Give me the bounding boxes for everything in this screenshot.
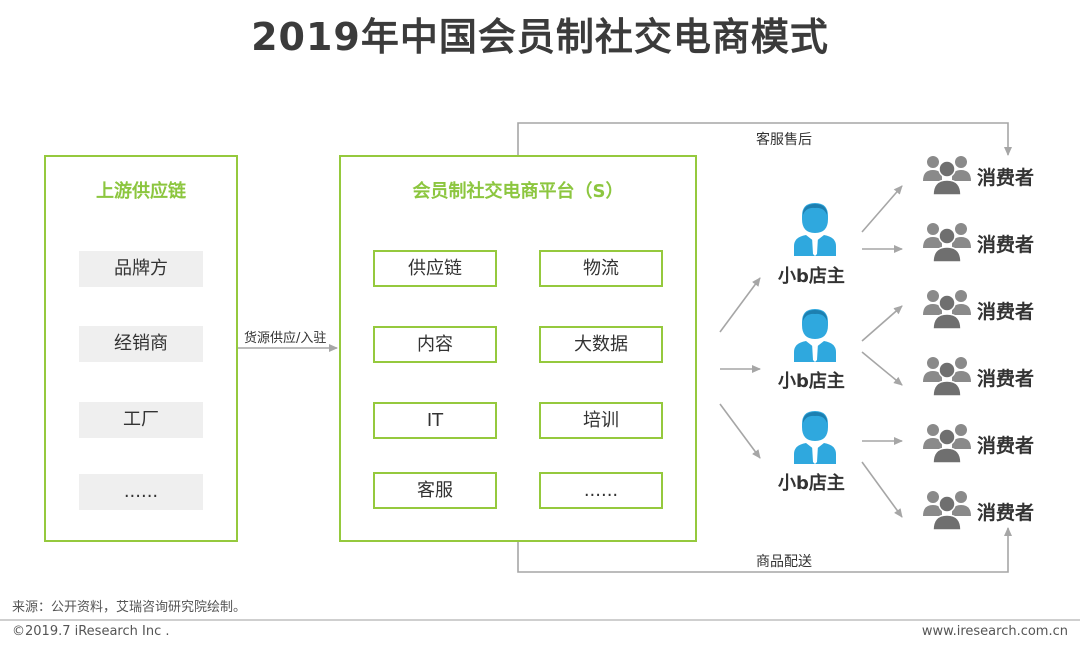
platform-item-logistics: 物流 <box>539 250 663 287</box>
platform-item-training: 培训 <box>539 402 663 439</box>
shop-owner-label-1: 小b店主 <box>778 266 845 287</box>
consumer-label-5: 消费者 <box>977 435 1035 457</box>
shop-owner-label-2: 小b店主 <box>778 371 845 392</box>
platform-to-shop-arrow-1 <box>719 277 761 333</box>
platform-item-big-data: 大数据 <box>539 326 663 363</box>
platform-item-customer-service: 客服 <box>373 472 497 509</box>
consumer-group-icon <box>923 156 971 195</box>
upstream-item-brand: 品牌方 <box>79 251 203 287</box>
consumer-group-icon <box>923 491 971 530</box>
platform-title: 会员制社交电商平台（S） <box>412 181 624 202</box>
shop-owner-icon <box>794 309 836 362</box>
consumer-group-icon <box>923 424 971 463</box>
shop-to-consumer-arrow-6 <box>861 461 903 518</box>
shop-to-consumer-arrow-1 <box>861 185 903 233</box>
consumer-label-4: 消费者 <box>977 368 1035 390</box>
consumer-label-6: 消费者 <box>977 502 1035 524</box>
shop-owner-label-3: 小b店主 <box>778 473 845 494</box>
delivery-label: 商品配送 <box>756 554 812 570</box>
upstream-title: 上游供应链 <box>96 181 186 202</box>
platform-item-supply-chain: 供应链 <box>373 250 497 287</box>
platform-to-shop-arrow-3 <box>719 403 761 459</box>
upstream-item-factory: 工厂 <box>79 402 203 438</box>
service-label: 客服售后 <box>756 132 812 148</box>
delivery-loop-arrow <box>517 527 1012 573</box>
platform-item-content: 内容 <box>373 326 497 363</box>
platform-item-it: IT <box>373 402 497 439</box>
consumer-group-icon <box>923 357 971 396</box>
page-title: 2019年中国会员制社交电商模式 <box>251 15 829 59</box>
copyright: ©2019.7 iResearch Inc . <box>12 624 170 639</box>
shop-to-consumer-arrow-4 <box>861 351 903 386</box>
shop-owner-icon <box>794 203 836 256</box>
consumer-label-1: 消费者 <box>977 167 1035 189</box>
website-link[interactable]: www.iresearch.com.cn <box>921 624 1068 639</box>
platform-item-more: ...... <box>539 472 663 509</box>
consumer-group-icon <box>923 223 971 262</box>
shop-to-consumer-arrow-3 <box>861 305 903 342</box>
source-note: 来源：公开资料，艾瑞咨询研究院绘制。 <box>12 600 247 615</box>
consumer-group-icon <box>923 290 971 329</box>
upstream-item-more: ...... <box>79 474 203 510</box>
supply-label: 货源供应/入驻 <box>244 331 327 346</box>
shop-owner-icon <box>794 411 836 464</box>
service-loop-arrow <box>517 122 1012 156</box>
upstream-item-distributor: 经销商 <box>79 326 203 362</box>
consumer-label-3: 消费者 <box>977 301 1035 323</box>
footer-divider <box>0 619 1080 621</box>
consumer-label-2: 消费者 <box>977 234 1035 256</box>
